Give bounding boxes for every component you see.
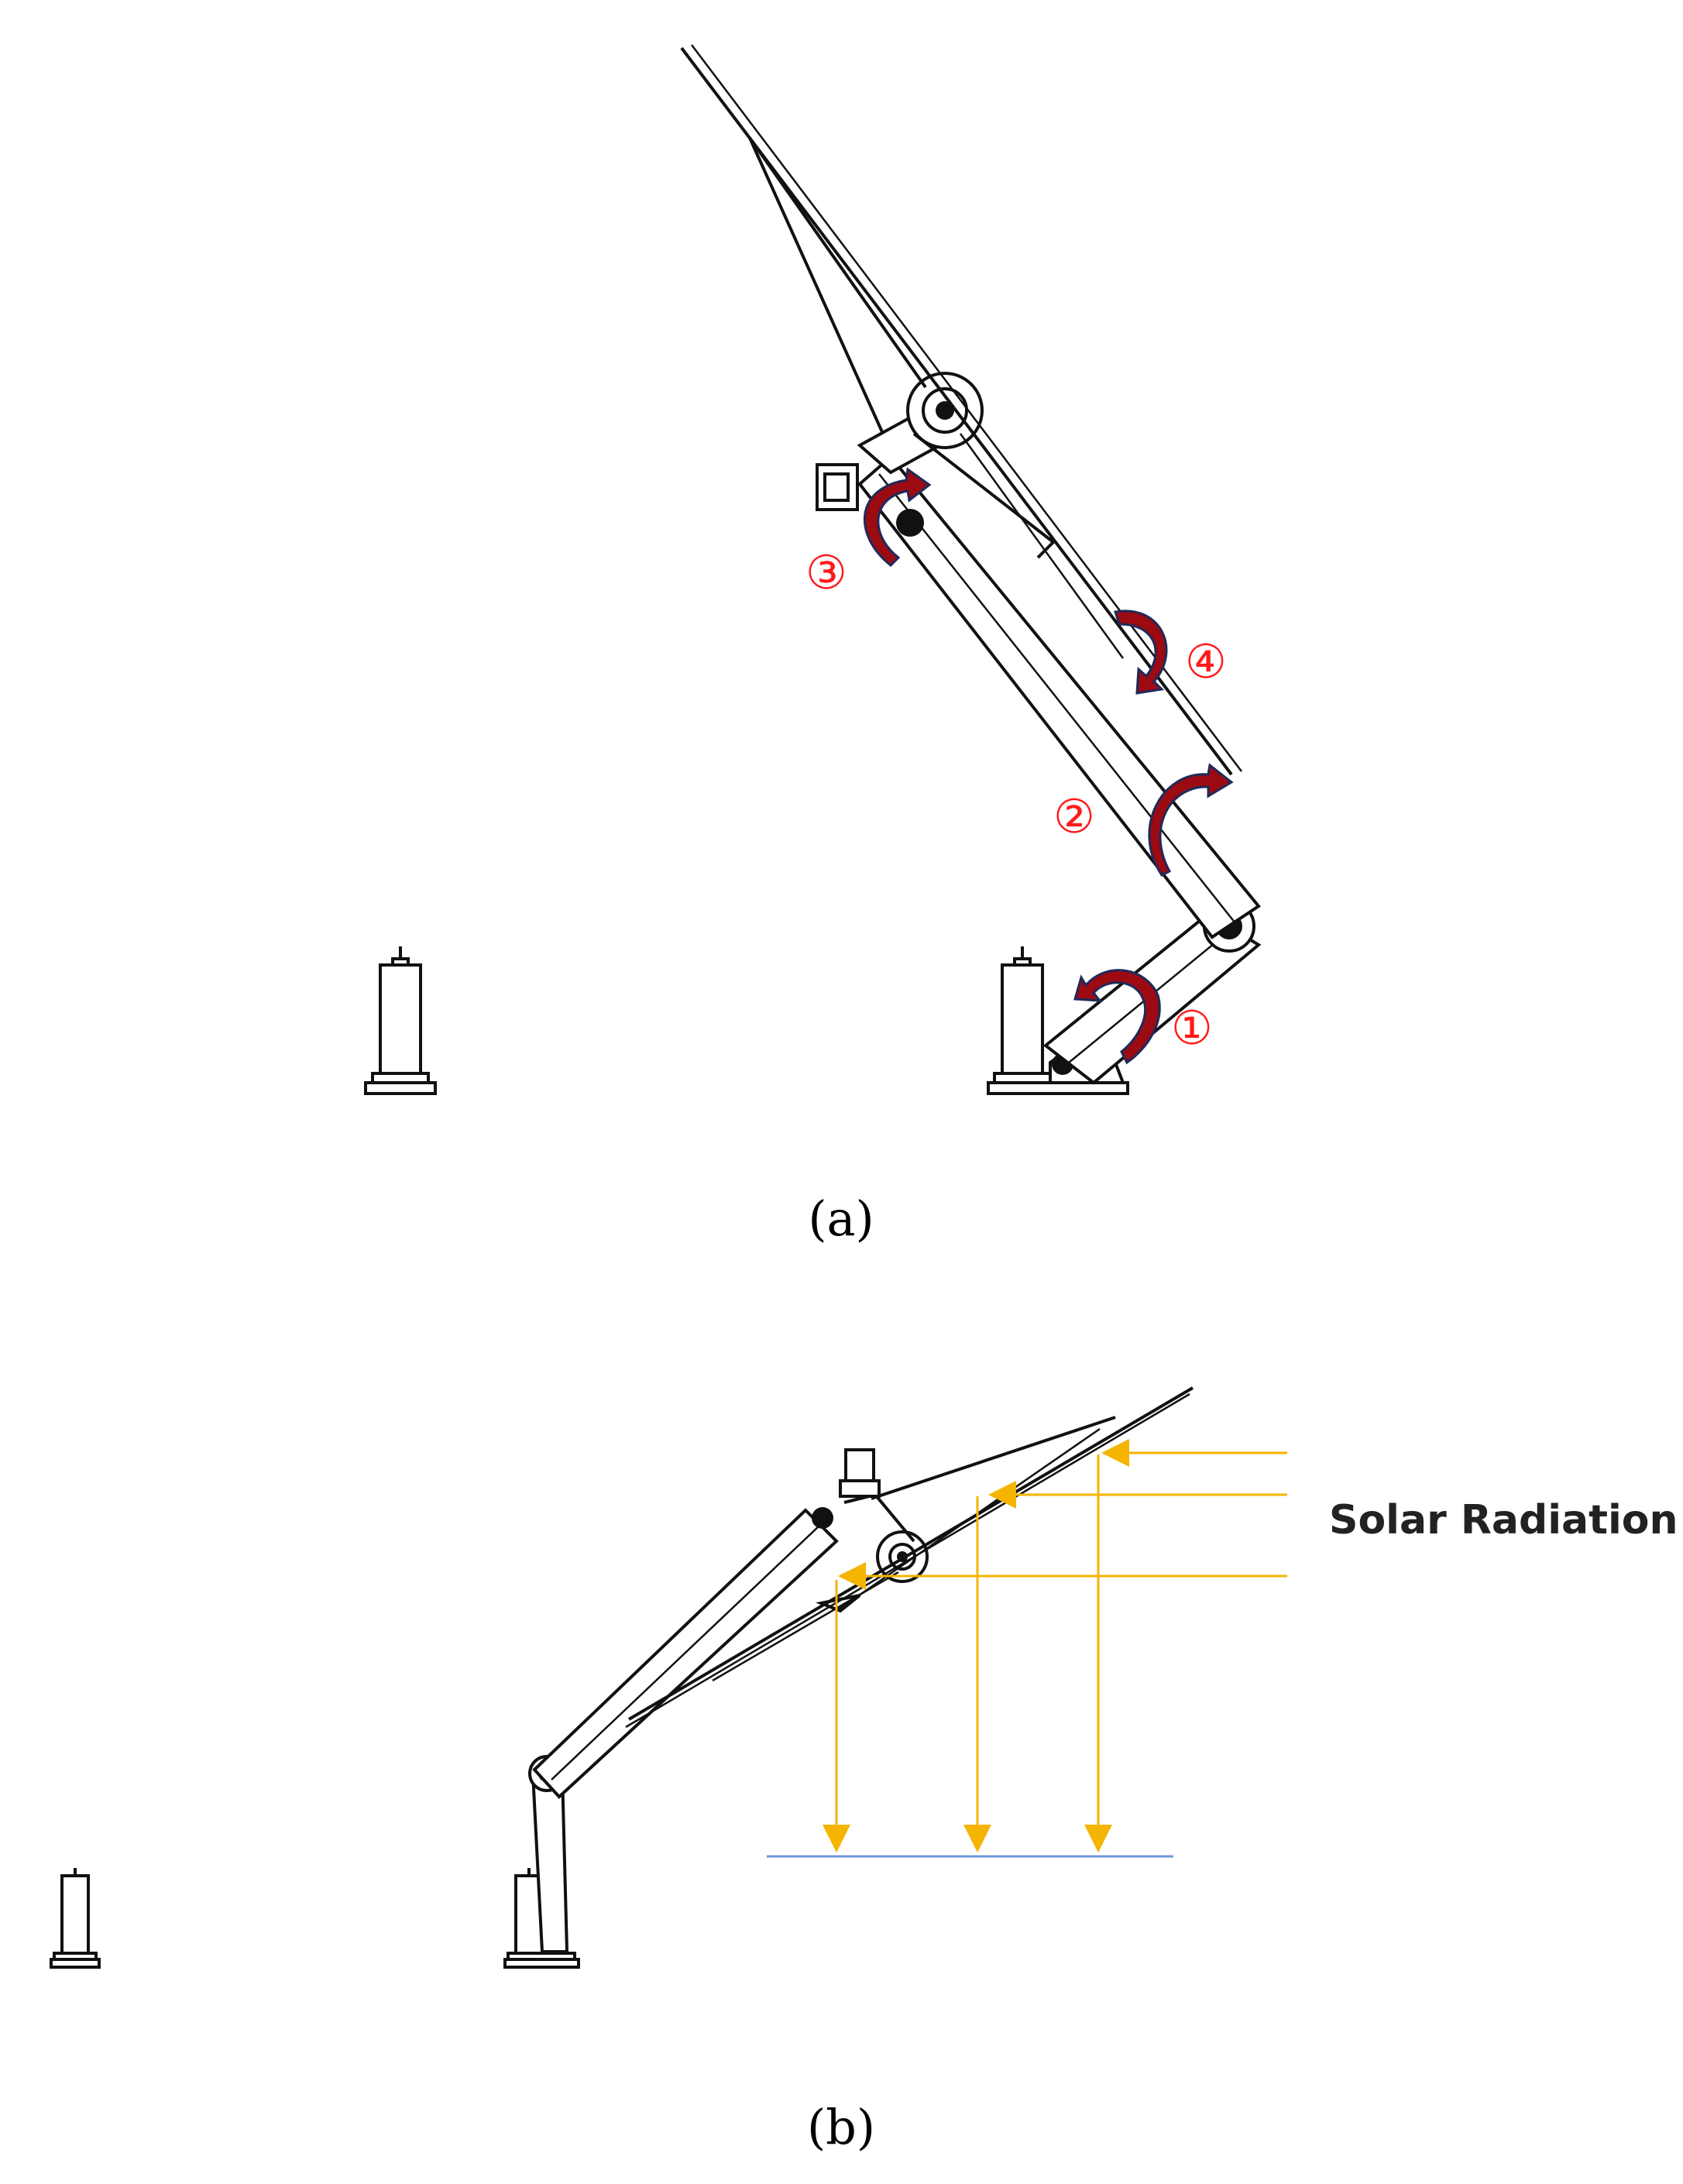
joint-label-1: ① xyxy=(1171,1001,1213,1056)
solar-radiation-label: Solar Radiation xyxy=(1329,1497,1678,1544)
panel-bracket xyxy=(816,372,1056,559)
rotation-arrow-3 xyxy=(863,467,932,568)
joint-label-4: ④ xyxy=(1185,635,1227,689)
rotation-arrow-2 xyxy=(1148,763,1234,877)
panel-b: Solar Radiation (b) xyxy=(50,1386,1678,2155)
support-post-right-b xyxy=(503,1868,580,1969)
main-arm-b xyxy=(532,1507,839,1799)
joint-label-3: ③ xyxy=(805,546,847,600)
rotation-arrows xyxy=(863,467,1234,1065)
joint-label-2: ② xyxy=(1053,790,1095,844)
solar-panel xyxy=(680,44,1242,776)
rotation-arrow-1 xyxy=(1073,969,1161,1065)
sun-rays xyxy=(823,1439,1287,1853)
support-post-right xyxy=(987,946,1129,1095)
rotation-arrow-4 xyxy=(1114,610,1168,695)
panel-a: ① ② ③ ④ (a) xyxy=(364,44,1262,1247)
support-post-left xyxy=(364,946,437,1095)
caption-a: (a) xyxy=(808,1190,874,1247)
support-post-left-b xyxy=(50,1868,101,1969)
caption-b: (b) xyxy=(807,2099,875,2155)
solar-panel-b xyxy=(625,1386,1194,1729)
